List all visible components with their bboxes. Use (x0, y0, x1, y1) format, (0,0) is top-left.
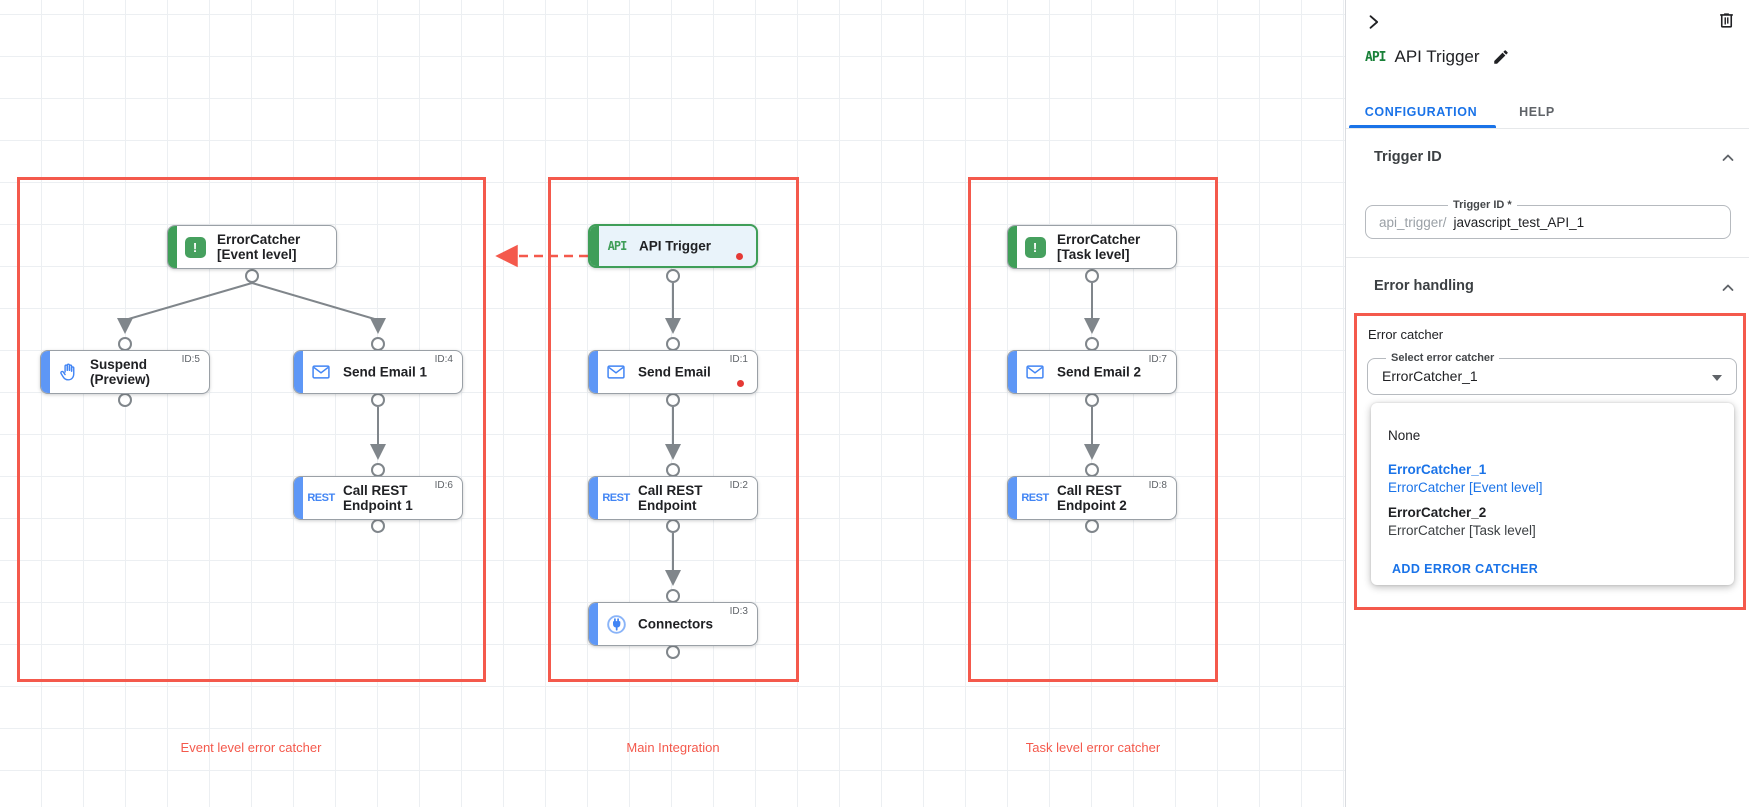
edit-title-pencil-icon[interactable] (1492, 48, 1510, 66)
task-id-badge: ID:7 (1148, 354, 1167, 365)
trigger-id-field-label: Trigger ID * (1448, 199, 1517, 211)
node-label: Suspend(Preview) (90, 357, 151, 387)
config-side-panel: API API Trigger CONFIGURATION HELP Trigg… (1345, 0, 1749, 807)
node-label: Send Email (638, 364, 711, 380)
rest-icon: REST (1021, 492, 1049, 504)
trigger-id-section-heading: Trigger ID (1374, 149, 1442, 165)
task-id-badge: ID:5 (181, 354, 200, 365)
rest-icon: REST (307, 492, 335, 504)
rest-icon: REST (602, 492, 630, 504)
active-tab-underline (1349, 125, 1496, 128)
group-caption-main-integration: Main Integration (626, 740, 720, 755)
task-id-badge: ID:6 (434, 480, 453, 491)
node-accent-bar (41, 351, 50, 393)
error-catcher-dropdown-menu: None ErrorCatcher_1 ErrorCatcher [Event … (1371, 403, 1734, 585)
task-id-badge: ID:2 (729, 480, 748, 491)
select-error-catcher-dropdown[interactable]: Select error catcher ErrorCatcher_1 (1367, 352, 1737, 395)
group-caption-event-level: Event level error catcher (180, 740, 322, 755)
node-accent-bar (168, 226, 177, 268)
node-errorcatcher-event-level[interactable]: ! ErrorCatcher[Event level] (167, 225, 337, 269)
dropdown-caret-icon (1712, 375, 1722, 381)
task-id-badge: ID:8 (1148, 480, 1167, 491)
task-id-badge: ID:4 (434, 354, 453, 365)
node-errorcatcher-task-level[interactable]: ! ErrorCatcher[Task level] (1007, 225, 1177, 269)
email-icon (307, 351, 335, 393)
trigger-id-prefix: api_trigger/ (1379, 214, 1447, 230)
task-id-badge: ID:1 (729, 354, 748, 365)
node-accent-bar (1008, 351, 1017, 393)
email-icon (602, 351, 630, 393)
error-catcher-icon: ! (181, 226, 209, 268)
collapse-error-handling-chevron-up-icon[interactable] (1721, 281, 1735, 295)
main-integration-group (548, 177, 799, 682)
error-indicator-dot (737, 380, 744, 387)
node-label: API Trigger (639, 238, 712, 254)
node-accent-bar (589, 351, 598, 393)
email-icon (1021, 351, 1049, 393)
task-id-badge: ID:3 (729, 606, 748, 617)
error-catcher-label: Error catcher (1368, 327, 1444, 342)
node-suspend[interactable]: Suspend(Preview) ID:5 (40, 350, 210, 394)
node-accent-bar (1008, 226, 1017, 268)
event-level-error-catcher-group (17, 177, 486, 682)
node-label: ErrorCatcher[Event level] (217, 232, 301, 262)
node-label: Send Email 1 (343, 364, 428, 380)
node-label: ErrorCatcher[Task level] (1057, 232, 1141, 262)
collapse-panel-button[interactable] (1363, 12, 1383, 32)
node-label: Connectors (638, 616, 714, 632)
node-connectors[interactable]: Connectors ID:3 (588, 602, 758, 646)
delete-trigger-button[interactable] (1717, 11, 1737, 31)
menu-option-none[interactable]: None (1388, 428, 1421, 443)
panel-tabs: CONFIGURATION HELP (1346, 94, 1749, 129)
integration-canvas[interactable]: Event level error catcher Main Integrati… (0, 0, 1345, 807)
task-level-error-catcher-group (968, 177, 1218, 682)
section-divider (1346, 257, 1749, 258)
select-error-catcher-value: ErrorCatcher_1 (1382, 368, 1478, 384)
node-send-email-2[interactable]: Send Email 2 ID:7 (1007, 350, 1177, 394)
trigger-id-value: javascript_test_API_1 (1453, 214, 1585, 230)
node-accent-bar (589, 603, 598, 645)
error-handling-section-heading: Error handling (1374, 278, 1474, 294)
select-error-catcher-label: Select error catcher (1386, 352, 1500, 364)
node-send-email-1[interactable]: Send Email 1 ID:4 (293, 350, 463, 394)
node-send-email[interactable]: Send Email ID:1 (588, 350, 758, 394)
collapse-trigger-id-chevron-up-icon[interactable] (1721, 151, 1735, 165)
menu-option-errorcatcher-2-sub[interactable]: ErrorCatcher [Task level] (1388, 523, 1536, 538)
node-accent-bar (1008, 477, 1017, 519)
panel-title: API Trigger (1394, 47, 1480, 66)
node-accent-bar (294, 351, 303, 393)
error-indicator-dot (736, 253, 743, 260)
add-error-catcher-button[interactable]: ADD ERROR CATCHER (1392, 562, 1539, 576)
group-caption-task-level: Task level error catcher (1025, 740, 1161, 755)
node-api-trigger[interactable]: API API Trigger (588, 224, 758, 268)
trigger-id-input[interactable]: Trigger ID * api_trigger/ javascript_tes… (1365, 199, 1731, 239)
hand-icon (54, 351, 82, 393)
menu-option-errorcatcher-1-sub[interactable]: ErrorCatcher [Event level] (1388, 480, 1543, 495)
api-trigger-icon: API (1365, 49, 1387, 65)
node-label: Send Email 2 (1057, 364, 1142, 380)
tab-configuration[interactable]: CONFIGURATION (1364, 104, 1478, 119)
menu-option-errorcatcher-2-name[interactable]: ErrorCatcher_2 (1388, 505, 1487, 520)
panel-title-row: API API Trigger (1365, 47, 1510, 67)
node-accent-bar (294, 477, 303, 519)
node-accent-bar (589, 477, 598, 519)
connectors-icon (602, 603, 630, 645)
tab-help[interactable]: HELP (1519, 104, 1555, 119)
error-catcher-icon: ! (1021, 226, 1049, 268)
node-accent-bar (590, 226, 599, 266)
menu-option-errorcatcher-1-name[interactable]: ErrorCatcher_1 (1388, 462, 1487, 477)
error-catcher-highlight-box: Error catcher Select error catcher Error… (1354, 313, 1746, 610)
api-icon: API (607, 239, 628, 253)
